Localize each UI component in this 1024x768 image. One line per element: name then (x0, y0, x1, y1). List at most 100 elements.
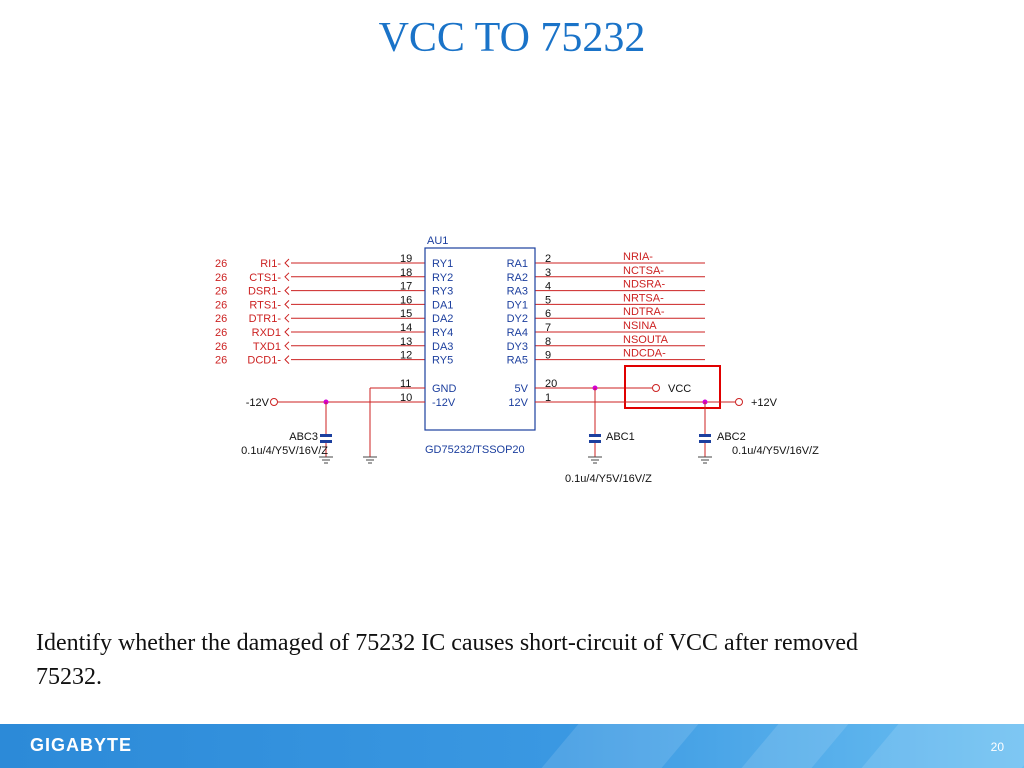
net-label: NRTSA- (623, 292, 664, 304)
net-label: NDCDA- (623, 348, 666, 360)
net-label: NDSRA- (623, 279, 666, 291)
capacitor-icon (320, 440, 332, 443)
cap-value: 0.1u/4/Y5V/16V/Z (732, 445, 819, 457)
net-label: NRIA- (623, 251, 653, 263)
net-label: DTR1- (249, 313, 282, 325)
port-pos12 (735, 398, 743, 406)
pin-number: 19 (400, 253, 412, 265)
footer-sheen (541, 724, 699, 768)
capacitor-icon (589, 434, 601, 437)
pin-name: DY1 (507, 299, 528, 311)
pin-name: -12V (432, 397, 456, 409)
sheet-ref: 26 (215, 341, 227, 353)
offpage-arrow-icon (284, 355, 290, 364)
capacitor-icon (589, 440, 601, 443)
net-label: TXD1 (253, 341, 281, 353)
pin-name: RY5 (432, 355, 453, 367)
pin-name: RY4 (432, 327, 453, 339)
cap-ref: ABC3 (289, 431, 318, 443)
offpage-arrow-icon (284, 258, 290, 268)
net-label: RXD1 (252, 327, 281, 339)
sheet-ref: 26 (215, 258, 227, 270)
net-label: NCTSA- (623, 265, 664, 277)
pin-name: RY2 (432, 272, 453, 284)
pin-name: RA2 (507, 272, 528, 284)
pin-number: 8 (545, 336, 551, 348)
instruction-text: Identify whether the damaged of 75232 IC… (36, 630, 858, 690)
sheet-ref: 26 (215, 299, 227, 311)
offpage-arrow-icon (284, 272, 290, 282)
pin-name: DY2 (507, 313, 528, 325)
pin-number: 1 (545, 392, 551, 404)
pin-name: RA1 (507, 258, 528, 270)
cap-ref: ABC2 (717, 431, 746, 443)
sheet-ref: 26 (215, 327, 227, 339)
chip-ref: AU1 (427, 235, 448, 247)
port-neg12 (270, 398, 278, 406)
pin-name: 12V (508, 397, 528, 409)
footer-sheen (741, 724, 849, 768)
cap-value: 0.1u/4/Y5V/16V/Z (241, 445, 328, 457)
chip-part-number: GD75232/TSSOP20 (425, 444, 525, 456)
vcc-highlight-box (624, 365, 721, 409)
offpage-arrow-icon (284, 341, 290, 351)
pin-number: 20 (545, 378, 557, 390)
pin-number: 5 (545, 294, 551, 306)
pin-number: 13 (400, 336, 412, 348)
sheet-ref: 26 (215, 313, 227, 325)
pin-number: 7 (545, 322, 551, 334)
chip-body (424, 247, 536, 431)
pin-name: DA3 (432, 341, 453, 353)
power-section: 1110201-12VVCC+12VABC30.1u/4/Y5V/16V/ZAB… (241, 365, 819, 485)
sheet-ref: 26 (215, 272, 227, 284)
net-label: NDTRA- (623, 306, 665, 318)
rail-label: VCC (668, 383, 691, 395)
net-label: DSR1- (248, 286, 281, 298)
pin-number: 12 (400, 350, 412, 362)
slide-title: VCC TO 75232 (378, 15, 646, 61)
rail-label: +12V (751, 397, 778, 409)
net-label: NSOUTA (623, 334, 669, 346)
net-label: NSINA (623, 320, 657, 332)
pin-name: DY3 (507, 341, 528, 353)
gigabyte-logo: GIGABYTE (30, 735, 133, 755)
pin-number: 16 (400, 294, 412, 306)
offpage-arrow-icon (284, 327, 290, 337)
footer-bar: GIGABYTE 20 (0, 724, 1024, 768)
pin-name: DA2 (432, 313, 453, 325)
pin-name: RA5 (507, 355, 528, 367)
pin-number: 15 (400, 308, 412, 320)
pin-name: RY3 (432, 286, 453, 298)
offpage-arrow-icon (284, 300, 290, 309)
chip-au1: AU1GD75232/TSSOP20RY1RY2RY3DA1DA2RY4DA3R… (424, 235, 536, 456)
offpage-arrow-icon (284, 313, 290, 323)
pin-name: GND (432, 383, 457, 395)
pin-number: 6 (545, 308, 551, 320)
page-number: 20 (990, 740, 1004, 754)
cap-ref: ABC1 (606, 431, 635, 443)
pin-number: 14 (400, 322, 412, 334)
pin-number: 17 (400, 281, 412, 293)
pin-number: 2 (545, 253, 551, 265)
pin-number: 4 (545, 281, 551, 293)
net-label: CTS1- (249, 272, 281, 284)
pin-name: RA4 (507, 327, 528, 339)
capacitor-icon (699, 440, 711, 443)
net-label: DCD1- (247, 355, 281, 367)
pin-number: 18 (400, 267, 412, 279)
net-label: RI1- (260, 258, 281, 270)
pin-name: RA3 (507, 286, 528, 298)
sheet-ref: 26 (215, 286, 227, 298)
pin-number: 10 (400, 392, 412, 404)
capacitor-icon (699, 434, 711, 437)
offpage-arrow-icon (284, 286, 290, 295)
pin-number: 9 (545, 350, 551, 362)
pin-name: DA1 (432, 299, 453, 311)
cap-value: 0.1u/4/Y5V/16V/Z (565, 473, 652, 485)
sheet-ref: 26 (215, 355, 227, 367)
pin-name: 5V (515, 383, 529, 395)
rail-label: -12V (246, 397, 270, 409)
net-label: RTS1- (249, 299, 281, 311)
